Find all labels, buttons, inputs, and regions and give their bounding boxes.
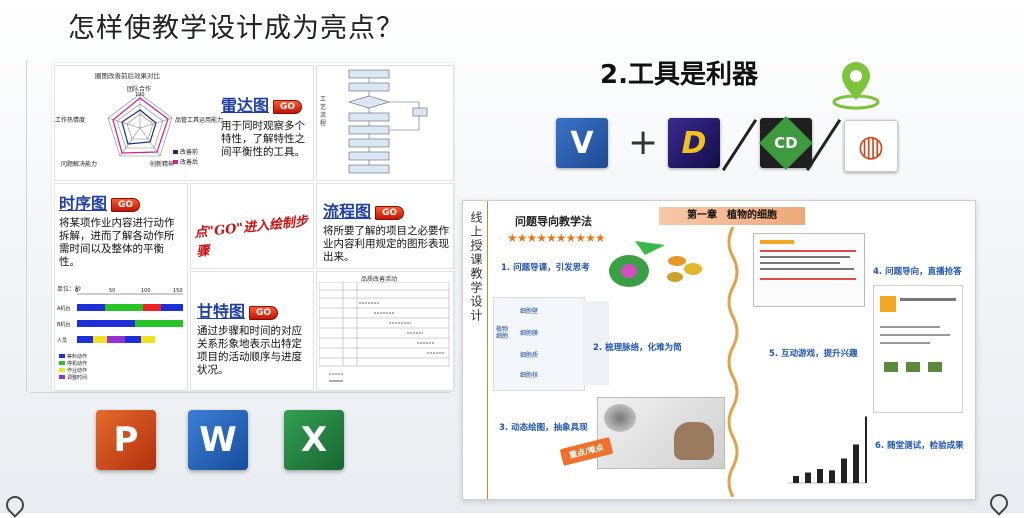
mindmap-root: 植物细胞 (496, 326, 509, 340)
chapter-banner: 第一章 植物的细胞 (659, 207, 805, 225)
step-2: 2. 梳理脉络，化难为简 (593, 343, 682, 353)
vertical-label: 线上授课教学设计 (469, 211, 483, 323)
timing-row-label: A机台 (57, 305, 70, 312)
timing-tick: 100 (141, 288, 151, 294)
cell-illustration (609, 241, 702, 287)
quiz-bar (829, 470, 835, 483)
radar-legend-before: 改善前 (180, 148, 198, 156)
slogan-cell: 点"GO"进入绘制步骤 (190, 183, 314, 269)
radar-chart-title: 圈图改善前后效果对比 (95, 72, 160, 80)
gantt-table-cell: 品质改善活动 (316, 271, 454, 391)
radar-axis-label: 品管工具运用能力 (175, 116, 223, 124)
timing-description: 将某项作业内容进行动作拆解，进而了解各动作所需时间以及整体的平衡性。 (59, 217, 175, 268)
radar-chart: 团队合作 100 品管工具运用能力 创新精神 问题解决能力 工作热情度 改善前 … (55, 85, 223, 168)
flowchart-title[interactable]: 流程图 (323, 202, 372, 221)
timing-title[interactable]: 时序图 (59, 194, 108, 213)
gantt-title[interactable]: 甘特图 (197, 302, 246, 321)
timing-tick: 150 (173, 288, 183, 294)
powerpoint-icon[interactable]: P (96, 410, 156, 470)
mindmap-node: 细胞膜 (520, 330, 539, 337)
rating-stars: ★★★★★★★★★★ (507, 231, 606, 245)
mindmap-node: 细胞壁 (520, 308, 539, 315)
live-quiz-screenshot (873, 285, 963, 413)
location-pin-icon (832, 62, 880, 110)
quiz-bar (793, 476, 799, 483)
plus-sign: + (628, 122, 659, 163)
decorative-divider (30, 392, 450, 393)
timing-bar-chart: 0 50 100 150 A机台 B机台 人员 等料动作 停机动作 作业动作 调… (57, 288, 183, 381)
mindmap-node: 细胞质 (520, 352, 539, 359)
timing-tick: 0 (75, 288, 78, 294)
step-6: 6. 随堂测试，检验成果 (875, 441, 964, 451)
radar-chart-cell: 圈图改善前后效果对比 团队合作 100 品管工具运用能力 创新精神 问题解决能力… (54, 65, 314, 181)
quiz-bar (805, 472, 811, 483)
flowchart-go-button[interactable]: GO (375, 205, 405, 220)
radar-axis-label: 团队合作 (127, 85, 151, 93)
timing-legend: 作业动作 (67, 367, 87, 374)
step-5: 5. 互动游戏，提升兴趣 (769, 349, 858, 359)
radar-axis-label: 问题解决能力 (61, 160, 97, 168)
process-flow-diagram (347, 69, 428, 174)
radar-go-button[interactable]: GO (273, 99, 303, 114)
step-3: 3. 动态绘图，抽象具现 (499, 423, 588, 433)
method-title: 问题导向教学法 (515, 215, 592, 228)
gantt-description: 通过步骤和时间的对应关系形象地表示出特定项目的活动顺序与进度状况。 (197, 325, 302, 376)
chart-tool-icon[interactable]: ◍ (844, 120, 898, 172)
quality-tools-collage: 圈图改善前后效果对比 团队合作 100 品管工具运用能力 创新精神 问题解决能力… (52, 63, 454, 391)
excel-icon[interactable]: X (284, 410, 344, 470)
radar-scale-label: 100 (135, 92, 145, 98)
flowchart-description: 将所要了解的项目之必要作业内容利用规定的图形表现出来。 (323, 225, 449, 263)
decorative-divider (26, 60, 27, 392)
slash-divider (721, 119, 758, 171)
timing-legend: 等料动作 (67, 353, 87, 360)
word-icon[interactable]: W (188, 410, 248, 470)
online-course-design-panel: 线上授课教学设计 问题导向教学法 ★★★★★★★★★★ 第一章 植物的细胞 1.… (462, 200, 976, 500)
visio-icon[interactable]: V (556, 118, 608, 168)
timing-tick: 50 (109, 288, 115, 294)
quiz-results-chart (789, 416, 867, 484)
drop-icon (986, 490, 1012, 516)
radar-title[interactable]: 雷达图 (221, 96, 270, 115)
gantt-go-button[interactable]: GO (249, 305, 279, 320)
quiz-bar (817, 469, 823, 483)
wavy-divider (727, 227, 739, 497)
timing-row-label: 人员 (57, 338, 67, 344)
mindmap-branch (583, 301, 609, 385)
radar-axis-label: 创新精神 (150, 160, 174, 168)
quiz-bar (841, 458, 847, 483)
drawing-photo (597, 397, 725, 469)
flash-icon[interactable]: D (668, 118, 720, 168)
tools-title: 2.工具是利器 (600, 60, 758, 90)
quiz-bar (853, 444, 859, 483)
process-flow-side-text: 工艺流程 (320, 96, 327, 127)
gantt-table-title: 品质改善活动 (361, 276, 398, 283)
go-slogan: 点"GO"进入绘制步骤 (193, 214, 309, 260)
chemdraw-icon[interactable]: CD (759, 116, 813, 170)
timing-legend: 停机动作 (67, 360, 87, 367)
timing-unit: 单位：秒 (57, 286, 82, 293)
step-1: 1. 问题导课，引发思考 (501, 263, 590, 273)
radar-legend-after: 改善后 (180, 158, 198, 166)
mindmap-node: 细胞核 (520, 372, 539, 379)
quiz-bar (865, 416, 867, 483)
mindmap-box: 植物细胞 细胞壁 细胞膜 细胞质 细胞核 (493, 297, 585, 391)
lesson-slide-thumbnail (753, 233, 865, 307)
radar-axis-label: 工作热情度 (55, 116, 85, 124)
drop-icon (2, 492, 28, 518)
page-title: 怎样使教学设计成为亮点？ (68, 13, 404, 44)
process-flow-cell: 工艺流程 (316, 65, 454, 181)
gantt-table (319, 282, 450, 382)
radar-description: 用于同时观察多个特性，了解特性之间平衡性的工具。 (221, 120, 305, 158)
timing-row-label: B机台 (57, 321, 70, 328)
timing-legend: 调整时间 (67, 374, 87, 381)
timing-go-button[interactable]: GO (111, 197, 141, 212)
step-4: 4. 问题导向，直播抢答 (873, 267, 962, 277)
